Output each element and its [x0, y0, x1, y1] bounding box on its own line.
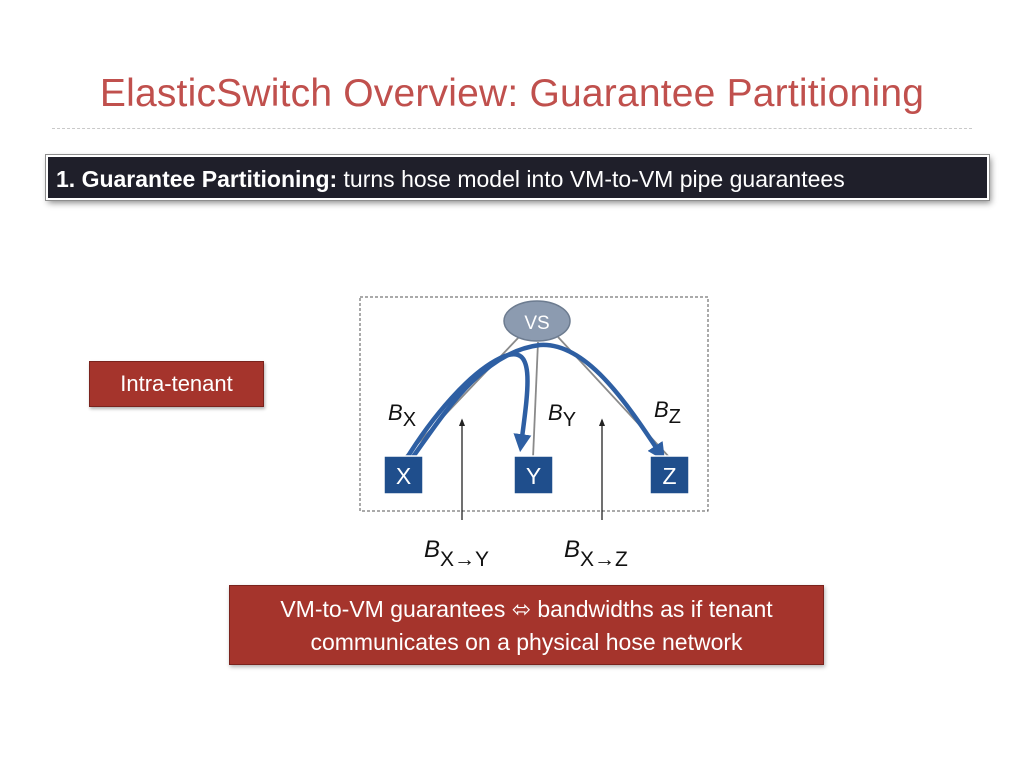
- pipe-label-bxy: BX→Y: [424, 536, 489, 571]
- hose-label-bx-sub: X: [403, 409, 416, 431]
- vm-z: [649, 455, 690, 495]
- pipe-label-bxz-main: B: [564, 536, 580, 563]
- tenant-boundary: [359, 296, 709, 512]
- vm-x: [383, 455, 424, 495]
- hose-label-by-main: B: [548, 400, 563, 425]
- pipe-arrow-x-to-z: [407, 342, 665, 464]
- intra-tenant-tag: Intra-tenant: [89, 361, 264, 407]
- step-banner: 1. Guarantee Partitioning: turns hose mo…: [45, 154, 990, 201]
- hose-link-y: [532, 341, 539, 459]
- vm-y-label: Y: [526, 463, 541, 489]
- banner-heading: 1. Guarantee Partitioning:: [56, 166, 338, 192]
- vm-y: [513, 455, 554, 495]
- summary-note: VM-to-VM guarantees ⬄ bandwidths as if t…: [229, 585, 824, 665]
- hose-label-by-sub: Y: [563, 409, 576, 431]
- summary-note-line-2: communicates on a physical hose network: [310, 629, 743, 655]
- hose-label-by: BY: [548, 400, 576, 431]
- hose-label-bx-main: B: [388, 400, 403, 425]
- hose-links: [403, 336, 671, 459]
- title-divider: [52, 128, 972, 129]
- pipe-label-bxy-sub: X→Y: [440, 548, 489, 571]
- hose-label-bz-main: B: [654, 397, 669, 422]
- hose-label-bx: BX: [388, 400, 416, 431]
- vm-z-label: Z: [662, 463, 676, 489]
- vm-x-label: X: [396, 463, 411, 489]
- pipe-label-bxz: BX→Z: [564, 536, 628, 571]
- slide-title: ElasticSwitch Overview: Guarantee Partit…: [99, 72, 925, 115]
- virtual-switch-label: VS: [524, 313, 549, 334]
- summary-note-line-1: VM-to-VM guarantees ⬄ bandwidths as if t…: [280, 596, 773, 622]
- pipe-label-bxz-sub: X→Z: [580, 548, 628, 571]
- pipe-label-bxy-main: B: [424, 536, 440, 563]
- hose-label-bz: BZ: [654, 397, 681, 428]
- hose-label-bz-sub: Z: [669, 406, 681, 428]
- banner-text: turns hose model into VM-to-VM pipe guar…: [337, 166, 845, 192]
- virtual-switch: [503, 300, 571, 342]
